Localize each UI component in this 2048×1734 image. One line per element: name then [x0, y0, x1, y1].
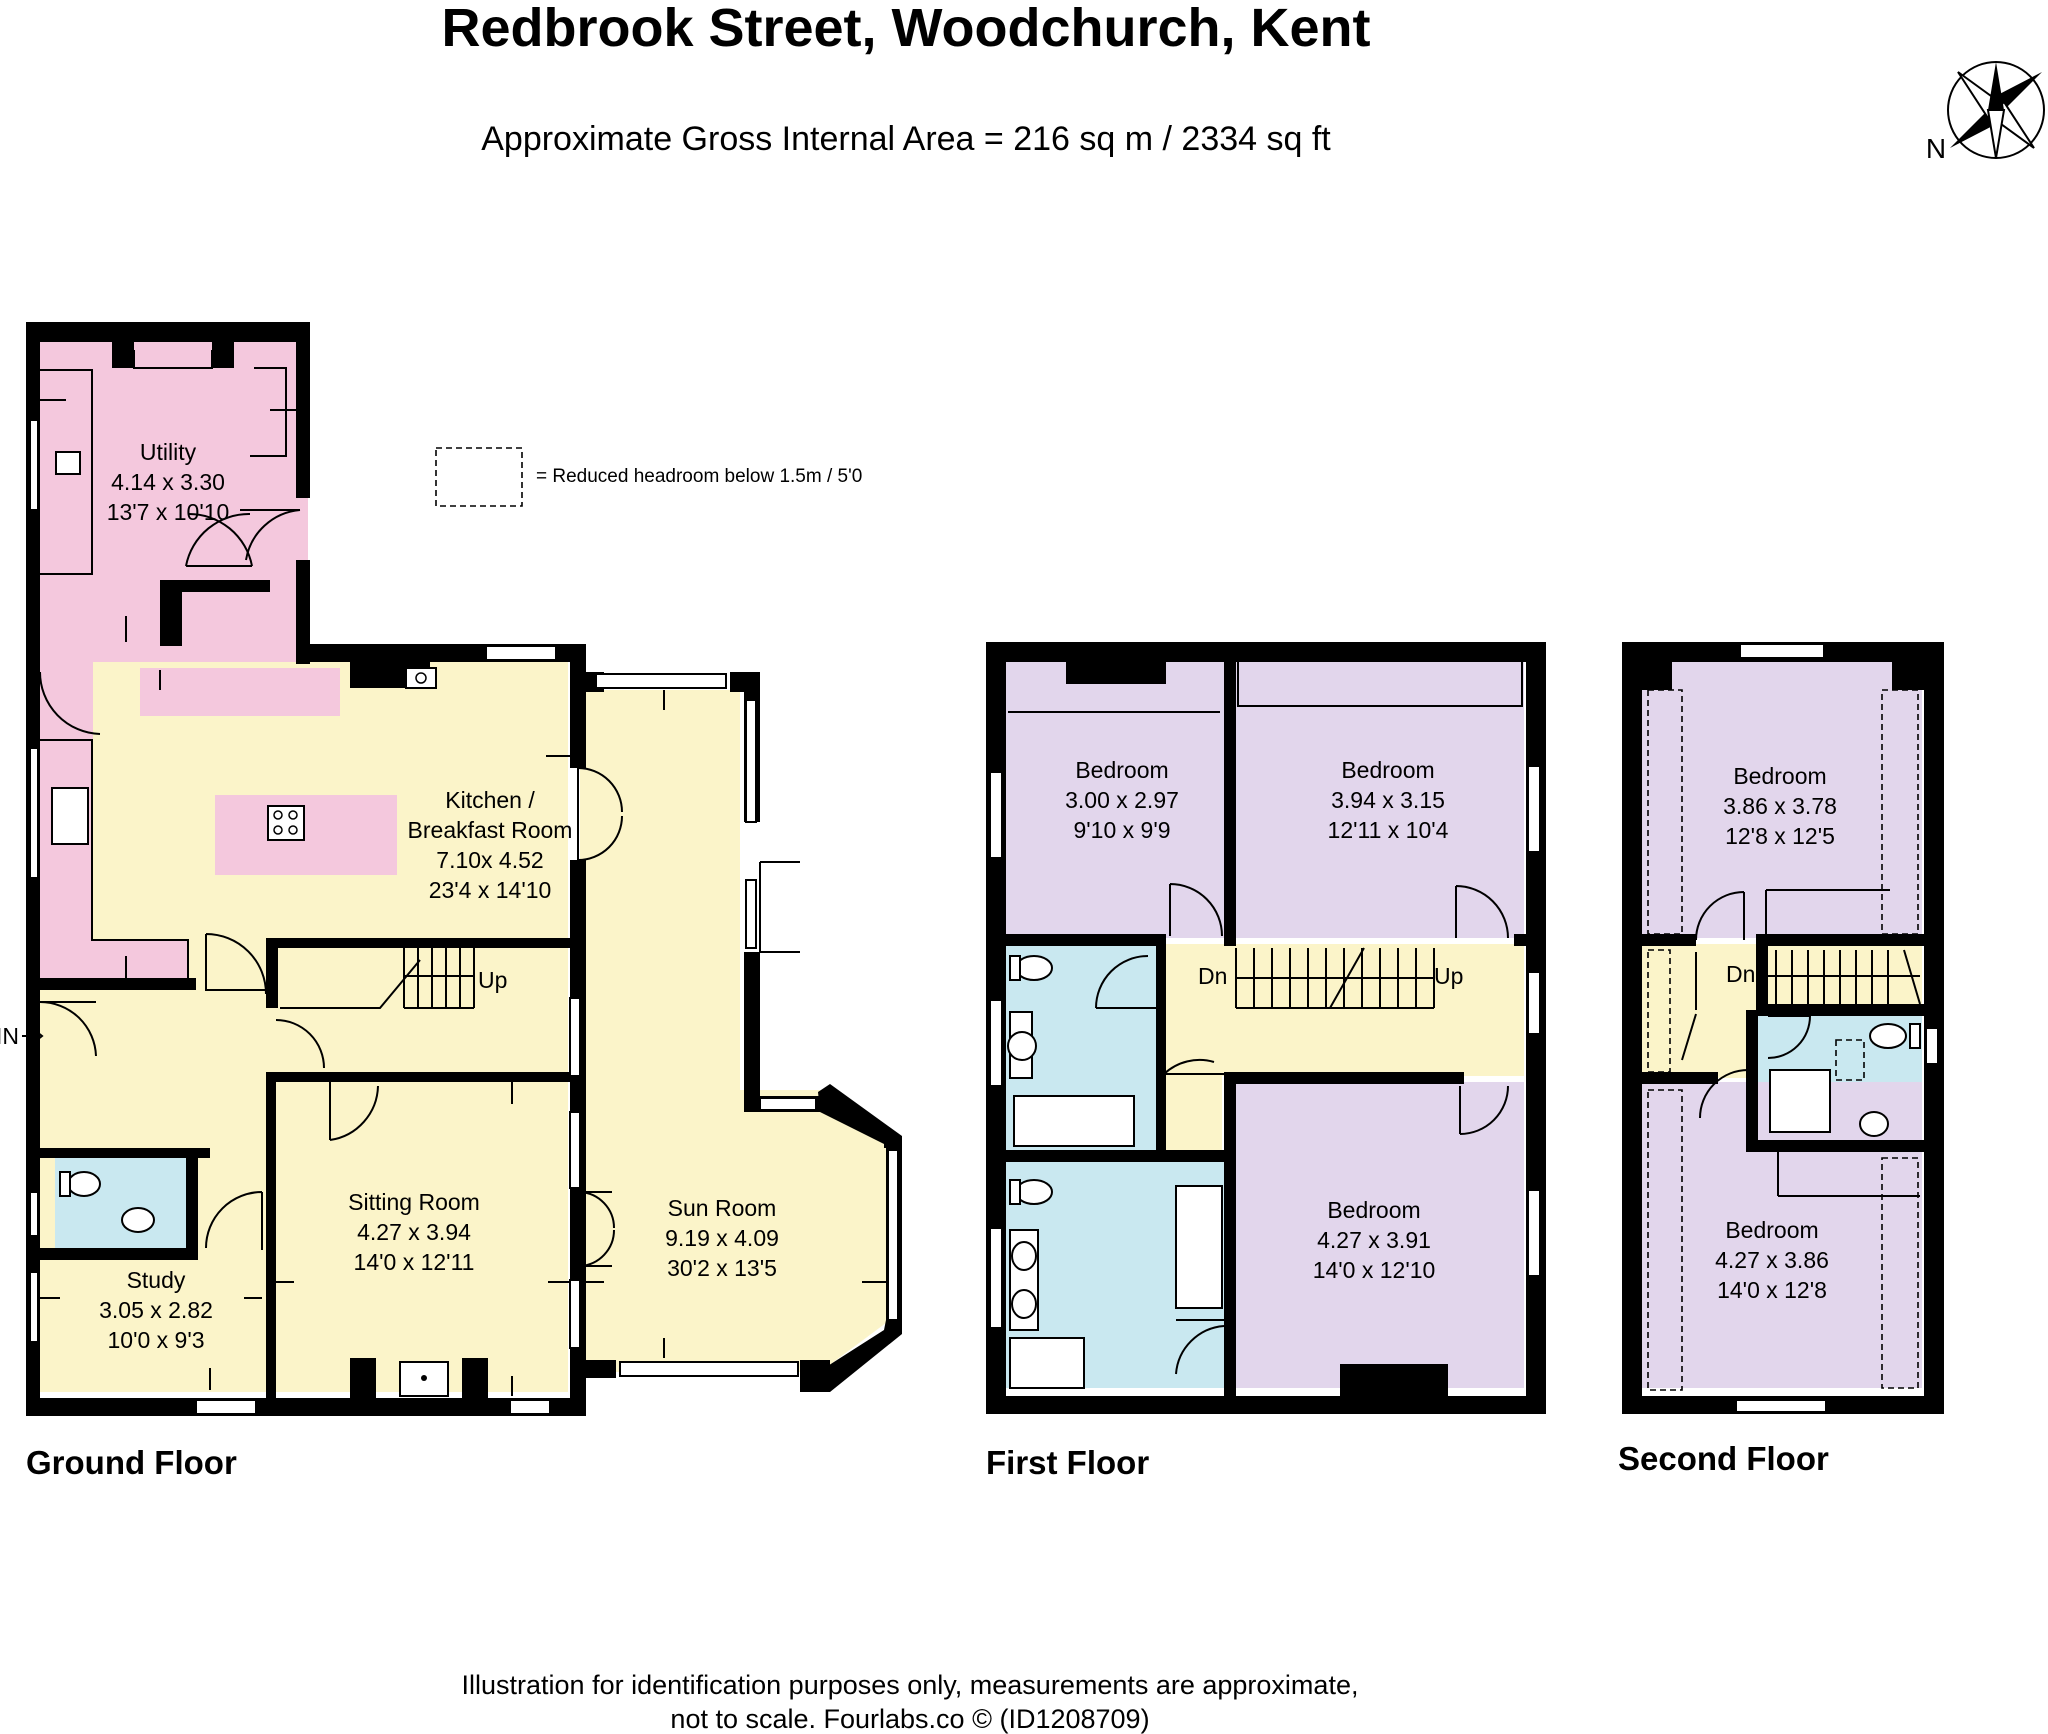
area-subtitle: Approximate Gross Internal Area = 216 sq…: [481, 120, 1331, 158]
svg-text:4.27 x 3.91: 4.27 x 3.91: [1317, 1227, 1431, 1253]
disclaimer-line-1: Illustration for identification purposes…: [462, 1670, 1359, 1700]
ground-stairs-up-label: Up: [478, 967, 507, 993]
svg-text:Sitting Room: Sitting Room: [348, 1189, 480, 1215]
svg-text:4.14 x 3.30: 4.14 x 3.30: [111, 469, 225, 495]
first-stairs-up-label: Up: [1434, 963, 1463, 989]
second-floor-label: Second Floor: [1618, 1440, 1829, 1477]
svg-text:12'11 x 10'4: 12'11 x 10'4: [1328, 817, 1449, 843]
first-bedroom-2: [1236, 662, 1524, 938]
svg-text:Utility: Utility: [140, 439, 197, 465]
svg-text:30'2 x 13'5: 30'2 x 13'5: [667, 1255, 777, 1281]
svg-text:9.19 x 4.09: 9.19 x 4.09: [665, 1225, 779, 1251]
svg-text:3.00 x 2.97: 3.00 x 2.97: [1065, 787, 1179, 813]
svg-text:Bedroom: Bedroom: [1733, 763, 1826, 789]
svg-text:14'0 x 12'10: 14'0 x 12'10: [1313, 1257, 1436, 1283]
sitting-room: [270, 1074, 568, 1392]
svg-text:Kitchen /: Kitchen /: [445, 787, 535, 813]
ground-floor-label: Ground Floor: [26, 1444, 237, 1481]
svg-text:Bedroom: Bedroom: [1075, 757, 1168, 783]
svg-text:9'10 x 9'9: 9'10 x 9'9: [1073, 817, 1170, 843]
svg-text:14'0 x 12'8: 14'0 x 12'8: [1717, 1277, 1827, 1303]
sun-room-label: Sun Room 9.19 x 4.09 30'2 x 13'5: [665, 1195, 779, 1281]
first-floor-plan: Dn Up First Floor: [986, 642, 1546, 1481]
svg-text:Bedroom: Bedroom: [1327, 1197, 1420, 1223]
entrance-in-label: IN: [0, 1023, 19, 1049]
svg-text:10'0 x 9'3: 10'0 x 9'3: [107, 1327, 204, 1353]
svg-text:Breakfast Room: Breakfast Room: [408, 817, 573, 843]
reduced-headroom-legend-text: = Reduced headroom below 1.5m / 5'0: [536, 466, 862, 487]
second-bedroom-1: [1642, 662, 1922, 938]
first-bedroom-1: [1004, 662, 1226, 938]
kitchen-label: Kitchen / Breakfast Room 7.10x 4.52 23'4…: [408, 787, 573, 903]
ground-floor-plan: Up IN Ground Floor: [0, 322, 902, 1481]
sitting-room-label: Sitting Room 4.27 x 3.94 14'0 x 12'11: [348, 1189, 480, 1275]
disclaimer-line-2: not to scale. Fourlabs.co © (ID1208709): [670, 1704, 1149, 1734]
svg-text:4.27 x 3.86: 4.27 x 3.86: [1715, 1247, 1829, 1273]
cloakroom: [55, 1152, 195, 1250]
first-bedroom-3: [1236, 1082, 1524, 1388]
sun-room: [580, 690, 890, 1372]
svg-text:Bedroom: Bedroom: [1341, 757, 1434, 783]
kitchen-island: [215, 795, 397, 875]
first-stairs-down-label: Dn: [1198, 963, 1227, 989]
svg-text:3.86 x 3.78: 3.86 x 3.78: [1723, 793, 1837, 819]
second-bedroom-2-label: Bedroom 4.27 x 3.86 14'0 x 12'8: [1715, 1217, 1829, 1303]
page-title: Redbrook Street, Woodchurch, Kent: [441, 0, 1370, 58]
compass-north-label: N: [1926, 133, 1946, 164]
svg-text:3.05 x 2.82: 3.05 x 2.82: [99, 1297, 213, 1323]
svg-text:Study: Study: [127, 1267, 186, 1293]
svg-text:23'4 x 14'10: 23'4 x 14'10: [429, 877, 552, 903]
second-stairs-down-label: Dn: [1726, 961, 1755, 987]
first-bedroom-3-label: Bedroom 4.27 x 3.91 14'0 x 12'10: [1313, 1197, 1436, 1283]
second-floor-plan: Dn Second Floor: [1618, 642, 1944, 1477]
svg-text:Sun Room: Sun Room: [668, 1195, 777, 1221]
svg-text:7.10x 4.52: 7.10x 4.52: [436, 847, 543, 873]
compass-rose-icon: N: [1926, 61, 2045, 164]
second-bedroom-1-label: Bedroom 3.86 x 3.78 12'8 x 12'5: [1723, 763, 1837, 849]
svg-text:4.27 x 3.94: 4.27 x 3.94: [357, 1219, 471, 1245]
svg-text:14'0 x 12'11: 14'0 x 12'11: [354, 1249, 475, 1275]
first-bedroom-1-label: Bedroom 3.00 x 2.97 9'10 x 9'9: [1065, 757, 1179, 843]
svg-text:3.94 x 3.15: 3.94 x 3.15: [1331, 787, 1445, 813]
first-floor-label: First Floor: [986, 1444, 1149, 1481]
utility-label: Utility 4.14 x 3.30 13'7 x 10'10: [107, 439, 230, 525]
study-room: [38, 1262, 266, 1392]
svg-text:Bedroom: Bedroom: [1725, 1217, 1818, 1243]
first-bedroom-2-label: Bedroom 3.94 x 3.15 12'11 x 10'4: [1328, 757, 1449, 843]
study-label: Study 3.05 x 2.82 10'0 x 9'3: [99, 1267, 213, 1353]
second-landing: [1642, 944, 1758, 1078]
svg-text:13'7 x 10'10: 13'7 x 10'10: [107, 499, 230, 525]
reduced-headroom-legend-swatch: [435, 447, 523, 507]
svg-text:12'8 x 12'5: 12'8 x 12'5: [1725, 823, 1835, 849]
